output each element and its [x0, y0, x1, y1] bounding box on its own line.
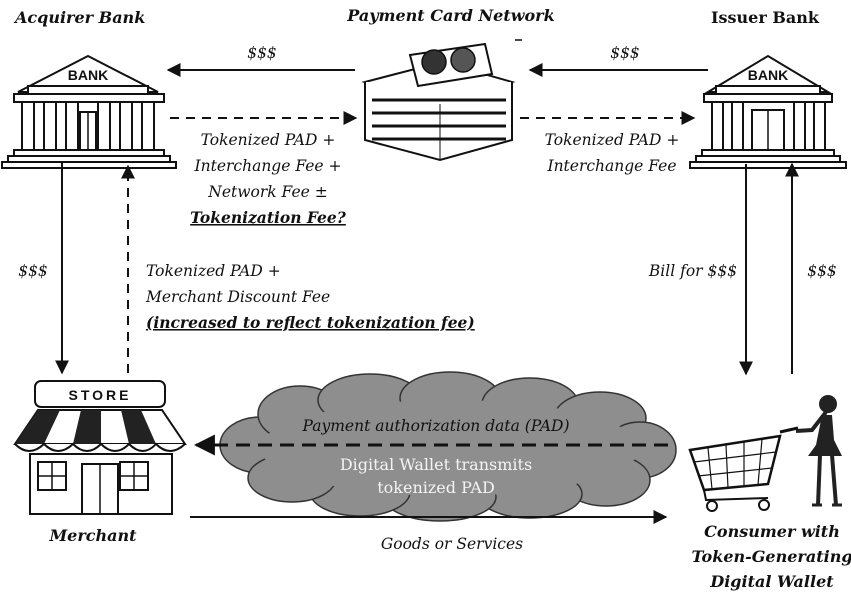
payment-card-network-icon — [361, 39, 522, 162]
cloud-pad-label: Payment authorization data (PAD) — [302, 417, 570, 435]
label-network-to-issuer-2: Interchange Fee — [546, 157, 676, 175]
pad-cloud — [219, 371, 677, 522]
label-merchant-to-consumer: Goods or Services — [381, 535, 523, 553]
consumer-title-line-1: Consumer with — [704, 522, 840, 541]
merchant-title: Merchant — [48, 526, 137, 545]
label-acquirer-to-network-4: Tokenization Fee? — [190, 208, 347, 227]
cloud-wallet-line-2: tokenized PAD — [377, 478, 495, 497]
label-network-to-issuer-1: Tokenized PAD + — [545, 131, 680, 149]
consumer-title-line-3: Digital Wallet — [709, 572, 834, 591]
label-acquirer-to-network-2: Interchange Fee + — [194, 157, 342, 175]
label-merchant-to-acquirer-2: Merchant Discount Fee — [145, 288, 330, 306]
issuer-bank-sign: BANK — [748, 67, 788, 83]
issuer-bank-title: Issuer Bank — [711, 8, 820, 27]
label-network-to-acquirer: $$$ — [247, 44, 277, 62]
consumer-title-line-2: Token-Generating — [691, 547, 851, 566]
acquirer-bank-title: Acquirer Bank — [13, 8, 145, 27]
label-acquirer-to-network-3: Network Fee ± — [207, 183, 327, 201]
payment-card-network-title: Payment Card Network — [346, 6, 554, 25]
acquirer-bank-sign: BANK — [68, 67, 108, 83]
label-issuer-to-consumer: Bill for $$$ — [648, 262, 737, 280]
cloud-wallet-line-1: Digital Wallet transmits — [340, 455, 532, 474]
label-issuer-to-network: $$$ — [610, 44, 640, 62]
acquirer-bank-icon: BANK — [1, 54, 177, 169]
label-merchant-to-acquirer-1: Tokenized PAD + — [146, 262, 281, 280]
consumer-shopping-cart-icon — [688, 395, 842, 512]
label-acquirer-to-network-1: Tokenized PAD + — [201, 131, 336, 149]
label-consumer-to-issuer: $$$ — [807, 262, 837, 280]
label-merchant-to-acquirer-3: (increased to reflect tokenization fee) — [146, 313, 475, 332]
store-icon: STORE — [13, 380, 187, 515]
issuer-bank-icon: BANK — [689, 54, 847, 169]
store-sign: STORE — [69, 387, 132, 403]
label-acquirer-to-merchant: $$$ — [18, 262, 48, 280]
